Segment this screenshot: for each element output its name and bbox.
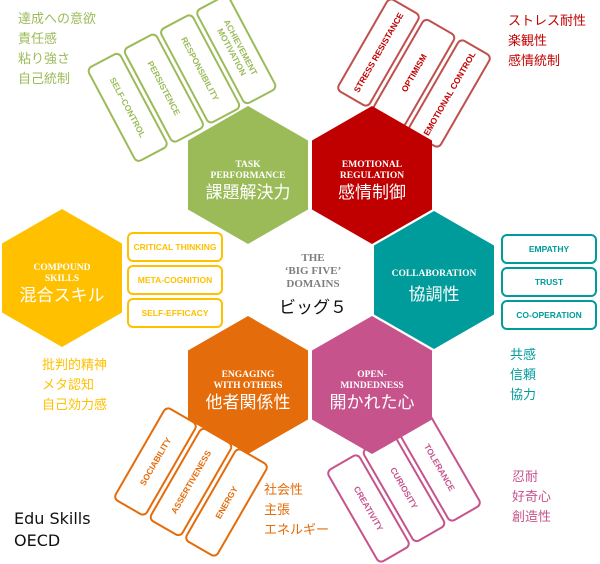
skill-card: SELF-EFFICACY (127, 298, 223, 328)
hex-jp-title: 他者関係性 (205, 393, 291, 413)
jp-skill: 協力 (510, 388, 537, 403)
jp-skill: 粘り強さ (18, 52, 71, 67)
center-title: DOMAINS (286, 278, 340, 290)
hex-title: COMPOUND (33, 263, 91, 273)
jp-skill: 主張 (264, 503, 291, 518)
jp-skill: 社会性 (264, 483, 304, 498)
hex-title: MINDEDNESS (340, 381, 404, 391)
jp-skill: 好奇心 (512, 490, 552, 505)
jp-skill: 感情統制 (508, 54, 561, 69)
jp-skill: 信頼 (510, 368, 537, 383)
jp-skill: 忍耐 (512, 470, 539, 485)
jp-skill: 批判的精神 (42, 358, 108, 373)
brand-line: OECD (14, 531, 61, 550)
hex-task-performance: TASK PERFORMANCE 課題解決力 (188, 106, 308, 244)
open-jp-skills: 忍耐 好奇心 創造性 (512, 468, 551, 528)
skill-card: META-COGNITION (127, 265, 223, 295)
jp-skill: 楽観性 (508, 34, 548, 49)
jp-skill: メタ認知 (42, 378, 95, 393)
hex-title: PERFORMANCE (210, 171, 286, 181)
brand-label: Edu Skills OECD (14, 508, 91, 552)
hex-jp-title: 混合スキル (19, 286, 105, 306)
jp-skill: 責任感 (18, 32, 58, 47)
jp-skill: エネルギー (264, 523, 330, 538)
brand-line: Edu Skills (14, 509, 91, 528)
hex-jp-title: 開かれた心 (329, 393, 415, 413)
hex-compound-skills: COMPOUND SKILLS 混合スキル (2, 209, 122, 347)
collaboration-skill-cards: EMPATHY TRUST CO-OPERATION (501, 234, 597, 330)
center-title: ‘BIG FIVE’ (284, 265, 342, 277)
jp-skill: 自己効力感 (42, 398, 108, 413)
center-title: THE (301, 252, 325, 264)
jp-skill: ストレス耐性 (508, 14, 587, 29)
center-jp-title: ビッグ５ (279, 298, 347, 318)
task-jp-skills: 達成への意欲 責任感 粘り強さ 自己統制 (18, 10, 96, 90)
center-label: THE ‘BIG FIVE’ DOMAINS ビッグ５ (255, 252, 371, 318)
compound-jp-skills: 批判的精神 メタ認知 自己効力感 (42, 356, 107, 416)
emotional-jp-skills: ストレス耐性 楽観性 感情統制 (508, 12, 586, 72)
engaging-jp-skills: 社会性 主張 エネルギー (264, 481, 329, 541)
hex-title: EMOTIONAL (341, 160, 403, 170)
jp-skill: 達成への意欲 (18, 12, 97, 27)
hex-jp-title: 課題解決力 (205, 183, 291, 203)
hex-emotional-regulation: EMOTIONAL REGULATION 感情制御 (312, 106, 432, 244)
skill-card: CO-OPERATION (501, 300, 597, 330)
compound-skill-cards: CRITICAL THINKING META-COGNITION SELF-EF… (127, 232, 223, 328)
skill-card: CRITICAL THINKING (127, 232, 223, 262)
hex-title: SKILLS (44, 274, 80, 284)
jp-skill: 自己統制 (18, 72, 71, 87)
skill-card: TRUST (501, 267, 597, 297)
hex-engaging-with-others: ENGAGING WITH OTHERS 他者関係性 (188, 316, 308, 454)
hex-title: REGULATION (339, 171, 405, 181)
jp-skill: 共感 (510, 348, 537, 363)
collaboration-jp-skills: 共感 信頼 協力 (510, 346, 536, 406)
hex-jp-title: 協調性 (408, 284, 460, 305)
skill-card: EMPATHY (501, 234, 597, 264)
hex-title: COLLABORATION (391, 268, 477, 279)
hex-jp-title: 感情制御 (338, 183, 406, 203)
hex-title: TASK (235, 160, 261, 170)
hex-collaboration: COLLABORATION 協調性 (374, 211, 494, 349)
hex-title: ENGAGING (221, 370, 275, 380)
hex-open-mindedness: OPEN- MINDEDNESS 開かれた心 (312, 316, 432, 454)
jp-skill: 創造性 (512, 510, 552, 525)
hex-title: WITH OTHERS (213, 381, 283, 391)
hex-title: OPEN- (357, 370, 387, 380)
